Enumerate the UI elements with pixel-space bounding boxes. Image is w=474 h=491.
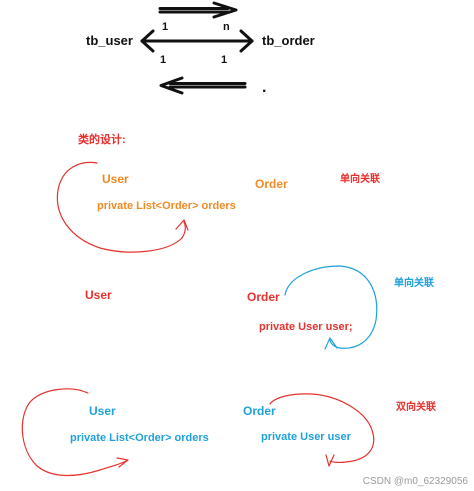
class-design-order: Order (255, 177, 288, 191)
unidirectional-order: Order (247, 290, 280, 304)
class-design-relation: 单向关联 (340, 174, 380, 185)
loop-arrow-bidirectional-order (269, 393, 375, 467)
loop-arrow-bidirectional-user (21, 388, 129, 477)
watermark: CSDN @m0_62329056 (362, 476, 468, 487)
bottom-left-arrow (159, 76, 247, 95)
bidirectional-relation: 双向关联 (396, 402, 436, 413)
multiplicity-top-left: 1 (162, 21, 169, 33)
multiplicity-bottom-right: 1 (221, 54, 228, 66)
tb-order-label: tb_order (262, 33, 315, 48)
loop-arrow-unidirectional (284, 265, 378, 350)
unidirectional-relation: 单向关联 (394, 278, 434, 289)
bidirectional-user-field: private List<Order> orders (70, 432, 209, 444)
unidirectional-field: private User user; (259, 321, 353, 333)
class-design-title: 类的设计: (78, 134, 126, 146)
tb-user-label: tb_user (86, 33, 133, 48)
class-design-user: User (102, 172, 129, 186)
top-right-arrow (158, 1, 238, 19)
bidirectional-user: User (89, 404, 116, 418)
loop-arrow-class-design (56, 161, 189, 253)
unidirectional-user: User (85, 288, 112, 302)
bidirectional-order: Order (243, 404, 276, 418)
relation-arrow (140, 29, 254, 53)
trailing-dot: . (262, 79, 267, 96)
bidirectional-order-field: private User user (261, 431, 351, 443)
multiplicity-bottom-left: 1 (160, 54, 167, 66)
class-design-field: private List<Order> orders (97, 200, 236, 212)
multiplicity-top-right: n (223, 21, 230, 33)
